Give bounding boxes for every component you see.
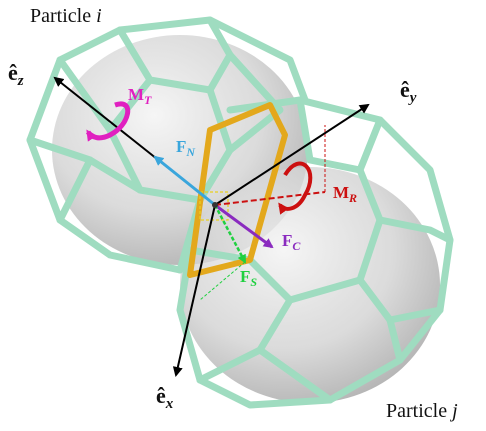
frame-particle-i [26,16,309,274]
contact-plane-marker [199,191,229,221]
axis-x-arrow [172,204,216,377]
shear-force-label: FS [240,267,257,289]
contact-face [187,102,288,278]
twisting-moment-label: MT [128,85,152,107]
normal-force-label: FN [176,137,196,159]
particle-j-label: Particle j [386,400,458,422]
twisting-moment-arc [85,101,131,142]
particle-i-label: Particle i [30,5,102,27]
contact-point [212,202,218,208]
axis-x-label: êx [156,383,174,412]
normal-force-arrow [153,155,216,207]
axis-z-label: êz [8,60,24,89]
contact-force-label: FC [282,231,301,253]
axis-y-label: êy [400,77,417,106]
axis-y-arrow [214,103,370,206]
contact-force-arrow [214,203,274,249]
rolling-moment-arc [278,161,313,215]
frame-particle-j [176,96,454,409]
shear-force-arrow [213,204,247,264]
rolling-moment-label: MR [333,183,357,205]
